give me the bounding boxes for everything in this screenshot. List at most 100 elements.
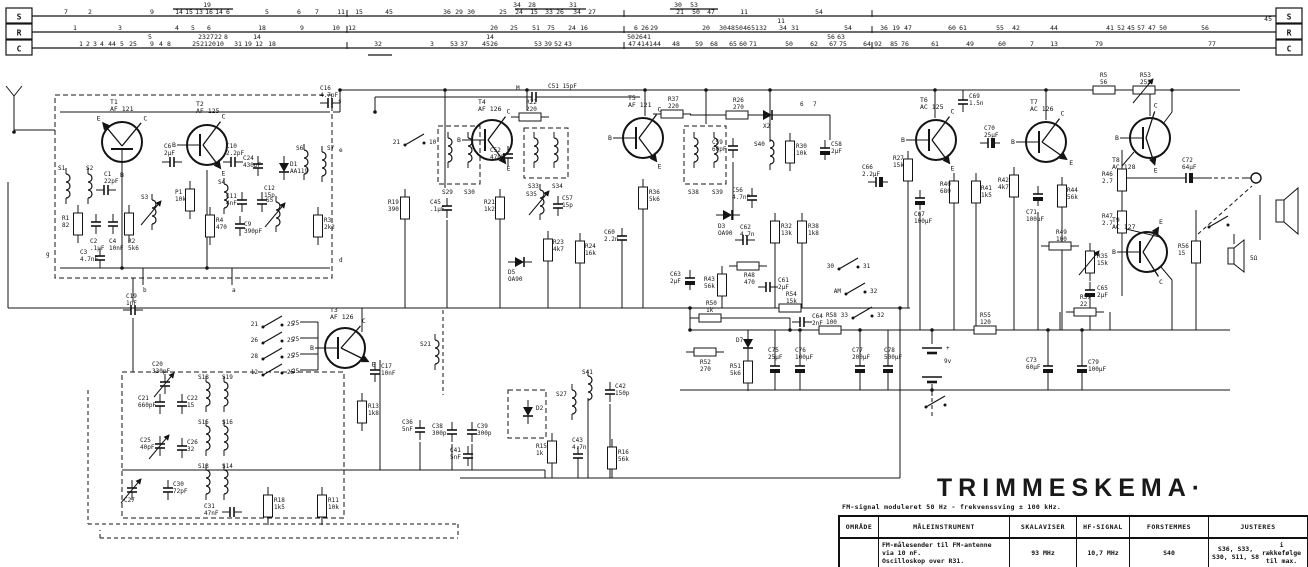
res-symbol: [1066, 307, 1104, 317]
svg-text:71: 71: [749, 40, 757, 48]
component-label: C2.1μF: [90, 238, 105, 252]
svg-text:61: 61: [931, 40, 939, 48]
res-symbol: [717, 266, 727, 304]
svg-text:30: 30: [719, 24, 727, 32]
junction-dots: [120, 88, 1174, 392]
svg-text:28: 28: [251, 353, 259, 360]
svg-text:44: 44: [1050, 24, 1058, 32]
svg-text:S14: S14: [222, 463, 233, 470]
svg-text:s: s: [338, 98, 342, 105]
svg-text:61: 61: [959, 24, 967, 32]
svg-text:50: 50: [627, 33, 635, 41]
component-label: S16: [222, 419, 233, 426]
svg-text:92: 92: [874, 40, 882, 48]
svg-text:5: 5: [120, 40, 124, 48]
component-label: s: [338, 98, 342, 105]
svg-text:C: C: [658, 105, 662, 113]
svg-text:S39: S39: [712, 189, 723, 196]
svg-text:75: 75: [839, 40, 847, 48]
cap-symbol: [222, 507, 242, 517]
coil-symbol: [65, 168, 71, 204]
svg-text:19: 19: [892, 24, 900, 32]
svg-text:47: 47: [1148, 24, 1156, 32]
svg-text:S4: S4: [218, 179, 226, 186]
component-label: S14: [222, 463, 233, 470]
svg-text:S38: S38: [688, 189, 699, 196]
coil-symbol: [140, 194, 162, 230]
component-label: M: [516, 85, 520, 92]
coil-symbol: [434, 334, 440, 370]
svg-text:20: 20: [702, 24, 710, 32]
svg-text:14: 14: [486, 33, 494, 41]
svg-text:S: S: [1287, 13, 1292, 22]
component-label: 7: [813, 101, 817, 108]
box-symbol: [54, 94, 333, 279]
svg-text:E: E: [951, 165, 955, 173]
elco-symbol: [1178, 173, 1198, 183]
res-symbol: [495, 189, 505, 227]
component-label: S7: [327, 145, 335, 152]
box-symbol: [437, 125, 481, 185]
svg-text:C: C: [17, 45, 22, 54]
svg-text:S2: S2: [86, 165, 94, 172]
svg-text:8: 8: [167, 40, 171, 48]
svg-text:30: 30: [827, 263, 835, 270]
svg-text:14: 14: [215, 8, 223, 16]
component-label: S4: [218, 179, 226, 186]
svg-text:47: 47: [707, 8, 715, 16]
res-symbol: [185, 181, 195, 219]
elco-symbol: [1085, 282, 1095, 302]
res-symbol: [1085, 85, 1123, 95]
svg-text:C51 15pF: C51 15pF: [548, 83, 577, 90]
res-symbol: [317, 487, 327, 525]
component-label: S13: [198, 463, 209, 470]
svg-text:31: 31: [791, 24, 799, 32]
svg-text:7: 7: [315, 8, 319, 16]
coil-symbol: [553, 132, 559, 168]
cap-symbol: [735, 235, 755, 245]
component-label: S15: [198, 419, 209, 426]
component-label: S39: [712, 189, 723, 196]
svg-text:5: 5: [191, 24, 195, 32]
svg-text:S6: S6: [296, 145, 304, 152]
svg-text:34: 34: [573, 8, 581, 16]
svg-text:1: 1: [79, 40, 83, 48]
svg-text:25: 25: [292, 320, 300, 327]
res-symbol: [949, 173, 959, 211]
svg-text:B: B: [310, 344, 314, 352]
elco-symbol: [868, 177, 888, 187]
component-label: 25: [292, 336, 300, 343]
table-header-cell: FORSTEMMES: [1130, 517, 1209, 537]
svg-text:C: C: [1287, 45, 1292, 54]
svg-text:E: E: [1154, 166, 1158, 174]
svg-text:E: E: [658, 163, 662, 171]
